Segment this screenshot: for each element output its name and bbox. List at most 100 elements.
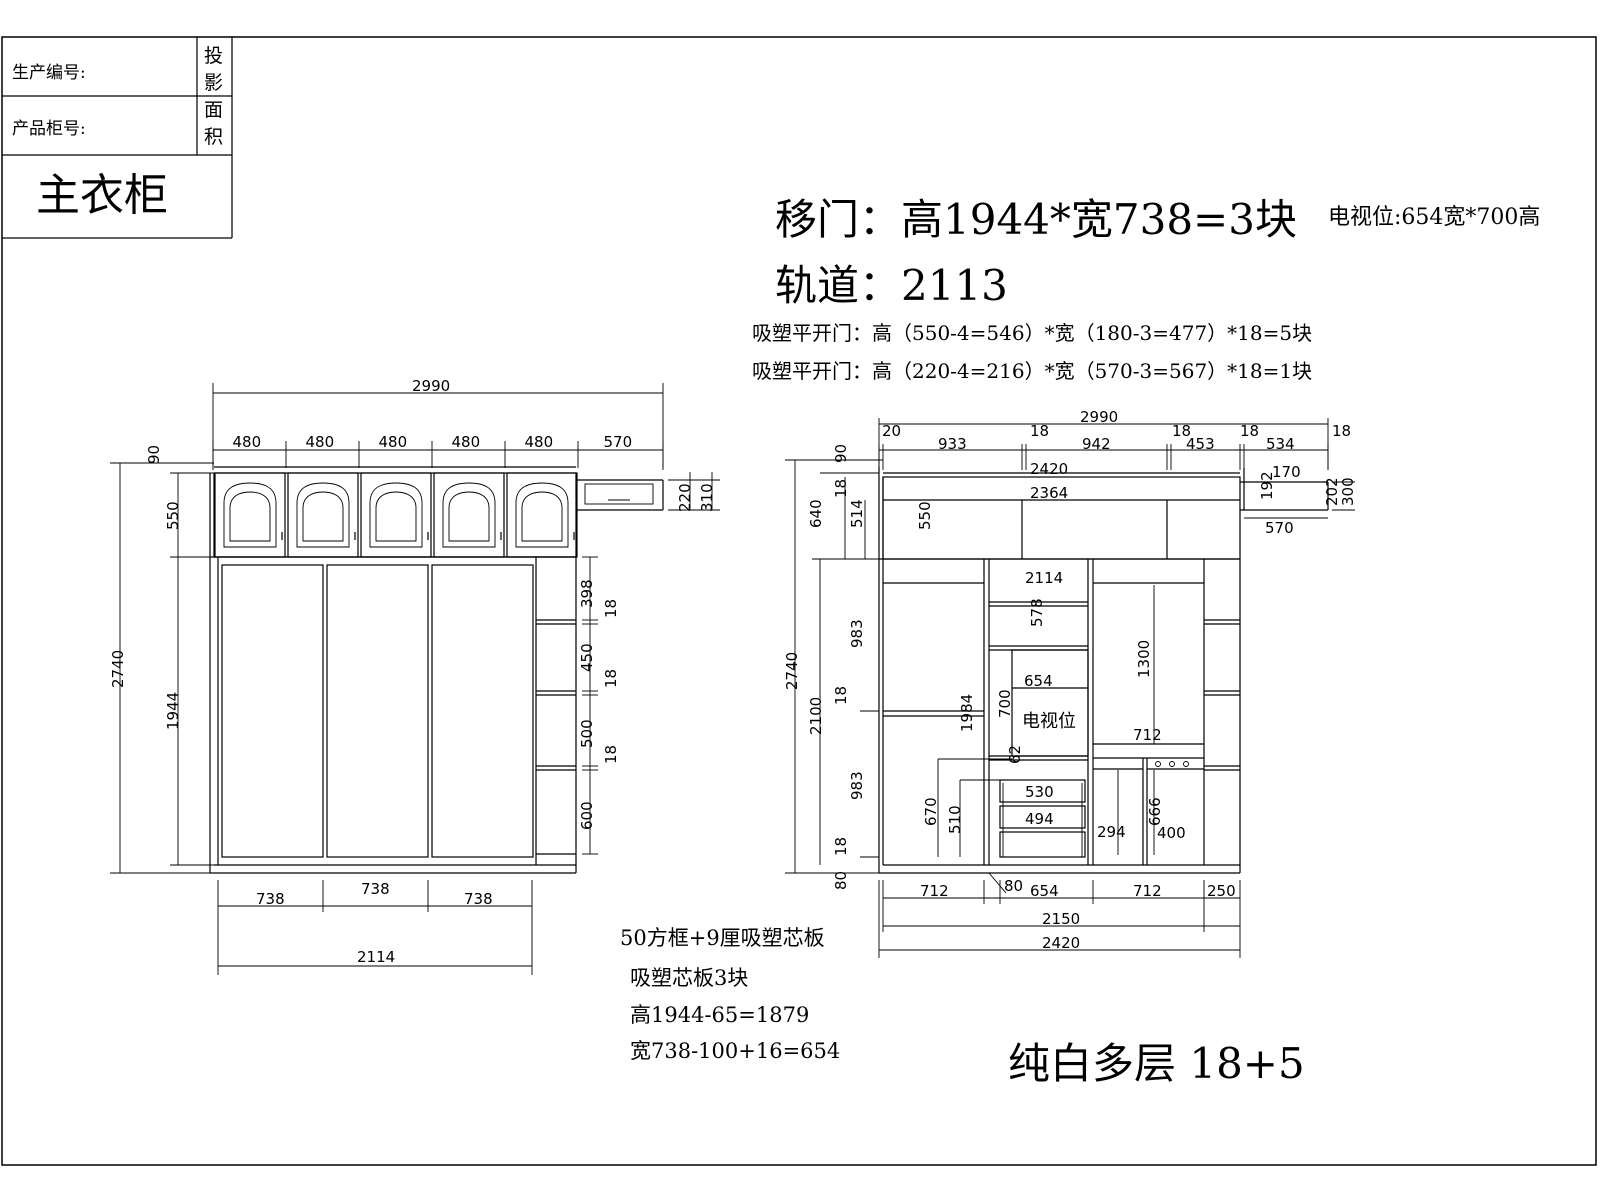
front-left-overall: 2740 — [109, 650, 127, 688]
section-top-dim: 942 — [1082, 435, 1111, 453]
front-bottom-width-1: 738 — [256, 890, 285, 908]
section-left-550: 550 — [916, 501, 934, 530]
section-left-2100: 2100 — [807, 697, 825, 735]
front-bottom-total: 2114 — [357, 948, 395, 966]
section-666: 666 — [1146, 797, 1164, 826]
section-bottom-654: 654 — [1030, 882, 1059, 900]
material-spec: 纯白多层 18+5 — [1008, 1039, 1305, 1088]
section-top-dim: 20 — [882, 422, 901, 440]
front-top-width: 480 — [525, 433, 554, 451]
front-top-width: 480 — [306, 433, 335, 451]
front-left-door-height: 1944 — [164, 692, 182, 730]
projection-area-char: 投 — [204, 45, 223, 67]
track-spec: 轨道：2113 — [775, 261, 1008, 310]
front-overall-width: 2990 — [412, 377, 450, 395]
section-530: 530 — [1025, 783, 1054, 801]
projection-area-label: 投影面积 — [204, 45, 223, 148]
section-510: 510 — [946, 805, 964, 834]
tv-position-label: 电视位 — [1022, 711, 1076, 732]
section-overall-width: 2990 — [1080, 408, 1118, 426]
section-top-dim: 18 — [1030, 422, 1049, 440]
front-side-shelf-dim: 18 — [602, 669, 620, 688]
front-side-shelf-dim: 500 — [578, 719, 596, 748]
section-578: 578 — [1028, 598, 1046, 627]
production-no-label: 生产编号: — [12, 63, 86, 83]
front-right-220: 220 — [676, 483, 694, 512]
section-left-90: 90 — [832, 444, 850, 463]
projection-area-char: 面 — [204, 99, 223, 121]
front-side-shelf-dim: 398 — [578, 579, 596, 608]
cabinet-name: 主衣柜 — [36, 170, 168, 221]
section-top-dim: 534 — [1266, 435, 1295, 453]
front-side-shelf-dim: 18 — [602, 745, 620, 764]
front-top-doors — [214, 472, 578, 558]
door-spec-line-1: 吸塑平开门：高（550-4=546）*宽（180-3=477）*18=5块 — [752, 321, 1312, 345]
section-170: 170 — [1272, 463, 1301, 481]
section-left-640: 640 — [807, 499, 825, 528]
sheet-border — [1, 36, 1597, 1166]
sliding-door-spec: 移门：高1944*宽738=3块 — [775, 195, 1297, 244]
front-bottom-width-3: 738 — [464, 890, 493, 908]
section-700: 700 — [996, 689, 1014, 718]
title-block: 生产编号: 产品柜号: 投影面积 主衣柜 — [2, 37, 233, 239]
drawer-knob — [1169, 761, 1175, 767]
section-bottom-250: 250 — [1207, 882, 1236, 900]
door-arch-panel — [515, 482, 569, 548]
section-294: 294 — [1097, 823, 1126, 841]
section-left-514: 514 — [848, 499, 866, 528]
front-side-shelf-dim: 18 — [602, 599, 620, 618]
door-arch-panel — [442, 482, 496, 548]
section-top-dim: 453 — [1186, 435, 1215, 453]
front-side-shelf-dim: 600 — [578, 801, 596, 830]
section-bottom-2420: 2420 — [1042, 934, 1080, 952]
cabinet-no-label: 产品柜号: — [12, 119, 86, 139]
door-spec-line-2: 吸塑平开门：高（220-4=216）*宽（570-3=567）*18=1块 — [752, 359, 1312, 383]
section-2364: 2364 — [1030, 484, 1068, 502]
top-door — [506, 472, 578, 558]
front-side-shelf-dim: 450 — [578, 643, 596, 672]
front-top-width: 480 — [233, 433, 262, 451]
front-top-width: 570 — [604, 433, 633, 451]
section-712: 712 — [1133, 726, 1162, 744]
section-192: 192 — [1258, 471, 1276, 500]
section-bottom-712b: 712 — [1133, 882, 1162, 900]
section-bottom-712a: 712 — [920, 882, 949, 900]
top-door — [287, 472, 359, 558]
front-side-shelf-dims: 398 18 450 18 500 18 600 — [578, 556, 620, 855]
section-left-18b: 18 — [832, 686, 850, 705]
drawer-knob — [1183, 761, 1189, 767]
section-left-983b: 983 — [848, 771, 866, 800]
section-top-dim: 18 — [1240, 422, 1259, 440]
door-arch-panel — [296, 482, 350, 548]
top-door — [433, 472, 505, 558]
drawer — [999, 805, 1086, 829]
section-2114: 2114 — [1025, 569, 1063, 587]
section-2420-top: 2420 — [1030, 460, 1068, 478]
note-line-2: 吸塑芯板3块 — [630, 966, 748, 990]
section-bottom-2150: 2150 — [1042, 910, 1080, 928]
sliding-door — [326, 564, 429, 858]
section-top-dim: 18 — [1172, 422, 1191, 440]
door-arch-panel — [369, 482, 423, 548]
section-top-dim: 18 — [1332, 422, 1351, 440]
section-62: 62 — [1006, 745, 1024, 764]
front-left-top-90: 90 — [145, 445, 163, 464]
sliding-door — [431, 564, 534, 858]
section-300: 300 — [1339, 477, 1357, 506]
top-door — [214, 472, 286, 558]
section-670: 670 — [922, 797, 940, 826]
section-1984: 1984 — [958, 694, 976, 732]
front-top-width: 480 — [452, 433, 481, 451]
front-bottom-width-2: 738 — [361, 880, 390, 898]
door-arch-panel — [223, 482, 277, 548]
section-left-overall: 2740 — [783, 652, 801, 690]
note-line-3: 高1944-65=1879 — [630, 1003, 809, 1027]
projection-area-char: 积 — [204, 126, 223, 148]
tv-position-spec: 电视位:654宽*700高 — [1328, 205, 1540, 230]
section-1300: 1300 — [1135, 640, 1153, 678]
